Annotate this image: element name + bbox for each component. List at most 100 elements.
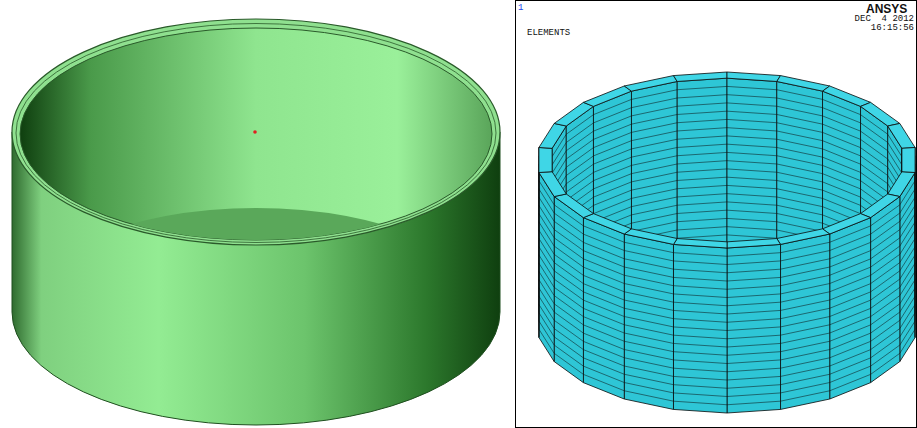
mesh-line [673,319,727,323]
mesh-line [631,213,677,223]
mesh-line [554,312,583,333]
outer-wall-facet [830,218,871,399]
mesh-line [727,360,781,364]
mesh-line [583,325,624,341]
mesh-line [677,144,727,147]
mesh-line [554,230,583,251]
mesh-line [624,300,673,310]
mesh-line [554,246,583,267]
outer-wall-facet [583,218,624,399]
mesh-line [631,131,677,141]
mesh-line [677,202,727,205]
mesh-line [830,358,871,374]
outer-wall-facet [539,173,554,362]
mesh-line [777,156,823,166]
mesh-line [624,251,673,261]
mesh-line [727,235,777,238]
mesh-line [871,296,900,317]
mesh-line [777,114,823,124]
mesh-line [823,116,861,131]
mesh-line [673,253,727,257]
mesh-line [727,161,777,164]
mesh-line [673,310,727,314]
mesh-line [900,329,915,353]
rim-element [823,86,871,106]
outer-wall-facet [673,244,727,413]
mesh-line [593,165,631,180]
rim-element [777,76,830,92]
mesh-line [583,374,624,390]
mesh-line [554,337,583,358]
rim-element [777,229,830,245]
mesh-line [673,368,727,372]
rim-element [823,214,871,234]
mesh-line [861,139,888,159]
mesh-line [583,308,624,324]
mesh-line [624,333,673,343]
mesh-line [593,116,631,131]
mesh-line [673,286,727,290]
mesh-line [554,254,583,275]
mesh-line [631,106,677,116]
mesh-line [624,358,673,368]
mesh-line [554,345,583,366]
plot-number: 1 [518,3,523,13]
mesh-line [673,261,727,265]
mesh-line [631,205,677,215]
rim-element [861,102,900,126]
mesh-line [566,156,593,176]
mesh-line [727,152,777,155]
mesh-line [677,194,727,197]
mesh-line [554,213,583,234]
mesh-line [781,341,830,351]
mesh-line [781,366,830,376]
mesh-line [727,294,781,298]
mesh-line [631,156,677,166]
mesh-line [593,108,631,123]
mesh-line [871,254,900,275]
mesh-line [631,164,677,174]
outer-wall-facet [624,234,673,409]
mesh-line [727,286,781,290]
mesh-line [673,352,727,356]
mesh-line [677,185,727,188]
mesh-line [781,308,830,318]
mesh-line [830,350,871,366]
mesh-line [781,259,830,269]
mesh-line [677,161,727,164]
rim-element [539,172,566,197]
mesh-line [830,292,871,308]
mesh-line [830,374,871,390]
mesh-line [673,269,727,273]
mesh-line [593,174,631,189]
mesh-line [823,182,861,197]
mesh-line [673,376,727,380]
mesh-line [777,213,823,223]
mesh-line [727,111,777,114]
mesh-line [593,198,631,213]
mesh-line [823,198,861,213]
mesh-line [593,182,631,197]
mesh-line [554,329,583,350]
mesh-line [677,218,727,221]
rim-element [539,123,566,148]
mesh-line [727,385,781,389]
mesh-line [624,350,673,360]
mesh-line [677,177,727,180]
mesh-line [823,157,861,172]
mesh-line [830,366,871,382]
mesh-line [830,251,871,267]
mesh-line [566,123,593,143]
mesh-line [554,287,583,308]
mesh-line [781,317,830,327]
mesh-line [554,221,583,242]
mesh-line [727,177,777,180]
tank-fe-mesh [539,72,915,413]
rim-element [727,239,781,248]
mesh-line [583,341,624,357]
rim-element [888,172,915,197]
inner-wall-facet [677,78,727,246]
mesh-line [871,353,900,374]
mesh-line [631,90,677,100]
